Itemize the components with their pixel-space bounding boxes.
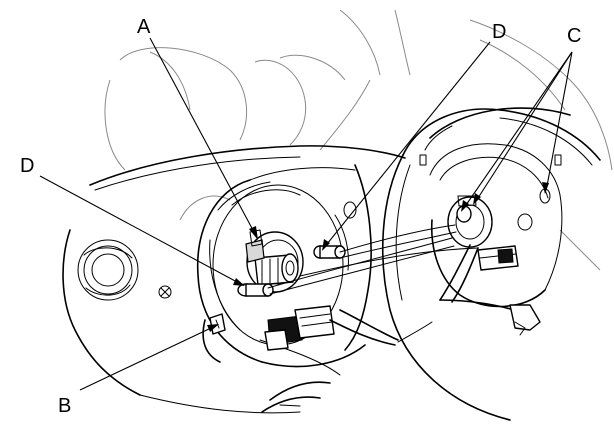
dashboard-panel-edge [62,145,406,414]
guide-pin-left [237,283,274,297]
leader-line-d-right [322,41,491,251]
steering-wheel [381,107,601,421]
leader-line-d-left [39,175,245,286]
mounting-hole [343,201,357,219]
leader-lines-c [461,51,573,212]
leader-line-a [149,37,258,240]
dashboard-background-contours [104,9,613,271]
callout-a: A [137,16,151,38]
hub-connector [477,245,519,271]
steering-wheel-hub [419,143,563,308]
leader-line-b [79,324,219,391]
clip-tab [209,313,226,335]
air-vent-round [77,239,139,301]
callout-d-left: D [20,155,34,177]
screw-head-icon [158,285,172,299]
callout-c: C [567,25,581,47]
lower-column-cover [261,381,331,413]
hub-wiring [439,244,541,336]
hub-boss [447,195,493,248]
callout-d-right: D [492,21,506,43]
wire-harness-connector [264,305,399,351]
hub-holes [517,188,551,231]
assembly-alignment-lines [267,224,479,343]
callout-b: B [58,395,71,417]
